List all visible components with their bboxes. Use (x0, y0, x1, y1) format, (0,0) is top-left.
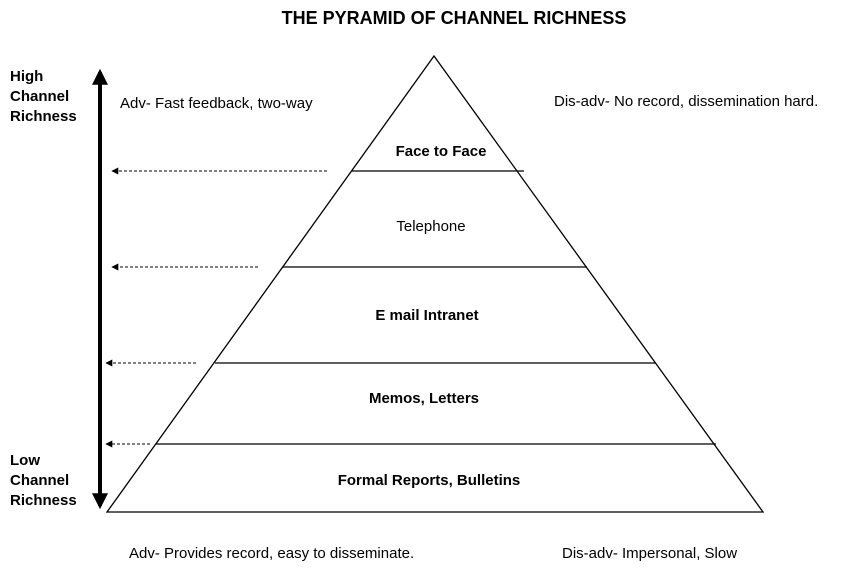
tier-label-face-to-face: Face to Face (395, 143, 487, 160)
bottom-disadvantage-note: Dis-adv- Impersonal, Slow (562, 545, 738, 562)
top-advantage-note: Adv- Fast feedback, two-way (120, 95, 313, 112)
pyramid-outline (105, 54, 765, 513)
tier-label-email-intranet: E mail Intranet (375, 307, 479, 324)
tier-label-memos-letters: Memos, Letters (368, 390, 480, 407)
diagram-title: THE PYRAMID OF CHANNEL RICHNESS (281, 8, 627, 28)
bottom-advantage-note: Adv- Provides record, easy to disseminat… (129, 545, 415, 562)
tier-label-formal-reports: Formal Reports, Bulletins (337, 472, 521, 489)
top-disadvantage-note: Dis-adv- No record, dissemination hard. (554, 93, 819, 110)
low-richness-label: Low Channel Richness (10, 452, 77, 509)
high-richness-label: High Channel Richness (10, 68, 77, 125)
tier-label-telephone: Telephone (396, 218, 466, 235)
